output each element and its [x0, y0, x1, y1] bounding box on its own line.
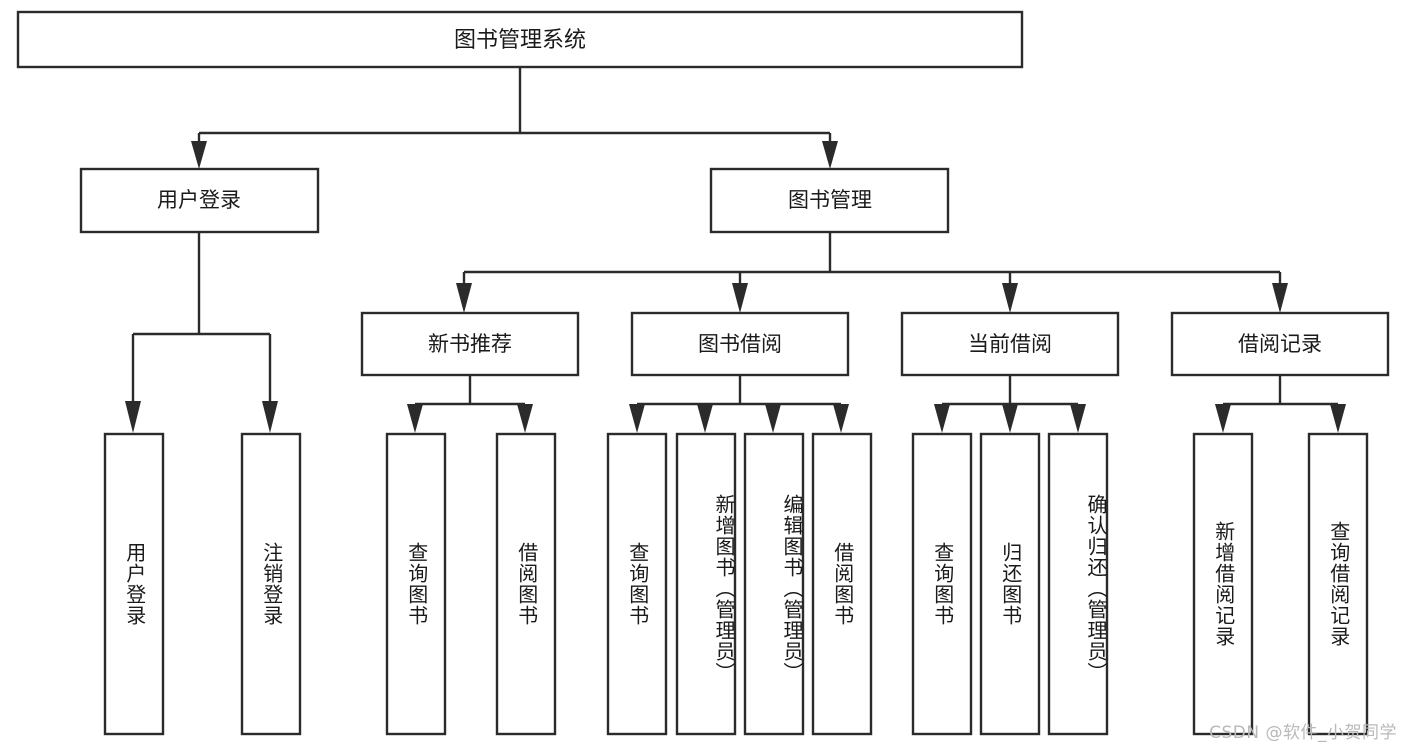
leaf-box-current-borrow-2[interactable]: [979, 432, 1041, 736]
connector-group-bookmgmt: [456, 232, 1288, 313]
leaf-box-book-borrow-4[interactable]: [811, 432, 873, 736]
connector-group-root: [191, 67, 838, 169]
leaf-box-user-login-2[interactable]: [240, 432, 302, 736]
node-new-book-recommend[interactable]: 新书推荐: [360, 311, 580, 377]
arrow-current-leaf-2: [1002, 404, 1018, 433]
arrow-borrow-leaf-4: [833, 404, 849, 433]
node-new-book-recommend-label: 新书推荐: [428, 332, 512, 356]
connector-group-userlogin: [125, 232, 278, 433]
arrow-records-leaf-2: [1330, 404, 1346, 433]
node-borrow-records-box[interactable]: [1170, 311, 1390, 377]
arrow-records-leaf-1: [1215, 404, 1231, 433]
connector-group-borrow: [629, 375, 849, 433]
node-user-login-box[interactable]: [79, 167, 320, 234]
leaf-box-book-borrow-1[interactable]: [606, 432, 668, 736]
leaf-box-book-borrow-3[interactable]: [743, 432, 805, 736]
connector-group-newbook: [407, 375, 533, 433]
node-borrow-records-label: 借阅记录: [1238, 332, 1322, 356]
leaf-box-new-book-1[interactable]: [385, 432, 447, 736]
connector-group-records: [1215, 375, 1346, 433]
arrow-userlogin-leaf-2: [262, 401, 278, 433]
node-book-borrow[interactable]: 图书借阅: [630, 311, 850, 377]
leaf-box-current-borrow-3[interactable]: [1047, 432, 1109, 736]
node-current-borrow[interactable]: 当前借阅: [900, 311, 1120, 377]
node-borrow-records[interactable]: 借阅记录: [1170, 311, 1390, 377]
node-current-borrow-box[interactable]: [900, 311, 1120, 377]
node-book-management-box[interactable]: [709, 167, 950, 234]
leaf-box-borrow-records-1[interactable]: [1192, 432, 1254, 736]
node-user-login-label: 用户登录: [157, 188, 241, 212]
node-book-borrow-box[interactable]: [630, 311, 850, 377]
arrow-bookmgmt-child-1: [456, 283, 472, 313]
node-book-management-label: 图书管理: [788, 188, 872, 212]
arrow-borrow-leaf-3: [765, 404, 781, 433]
arrow-newbook-leaf-2: [517, 404, 533, 433]
arrow-bookmgmt-child-2: [732, 283, 748, 313]
arrow-newbook-leaf-1: [407, 404, 423, 433]
node-root-box[interactable]: [16, 10, 1024, 69]
node-root[interactable]: 图书管理系统: [16, 10, 1024, 69]
arrow-borrow-leaf-1: [629, 404, 645, 433]
leaf-box-borrow-records-2[interactable]: [1307, 432, 1369, 736]
arrow-current-leaf-3: [1070, 404, 1086, 433]
leaf-box-book-borrow-2[interactable]: [675, 432, 737, 736]
arrow-current-leaf-1: [934, 404, 950, 433]
arrow-root-to-bookmgmt: [822, 141, 838, 169]
arrow-root-to-userlogin: [191, 141, 207, 169]
arrow-bookmgmt-child-4: [1272, 283, 1288, 313]
node-user-login[interactable]: 用户登录: [79, 167, 320, 234]
node-current-borrow-label: 当前借阅: [968, 332, 1052, 356]
node-root-label: 图书管理系统: [454, 28, 586, 53]
arrow-bookmgmt-child-3: [1002, 283, 1018, 313]
leaf-box-new-book-2[interactable]: [495, 432, 557, 736]
connector-group-current: [934, 375, 1086, 433]
node-book-management[interactable]: 图书管理: [709, 167, 950, 234]
node-new-book-recommend-box[interactable]: [360, 311, 580, 377]
leaf-box-current-borrow-1[interactable]: [911, 432, 973, 736]
arrow-userlogin-leaf-1: [125, 401, 141, 433]
arrow-borrow-leaf-2: [697, 404, 713, 433]
leaf-box-user-login-1[interactable]: [103, 432, 165, 736]
watermark-text: CSDN @软件_小贺同学: [1209, 723, 1397, 743]
node-book-borrow-label: 图书借阅: [698, 332, 782, 356]
